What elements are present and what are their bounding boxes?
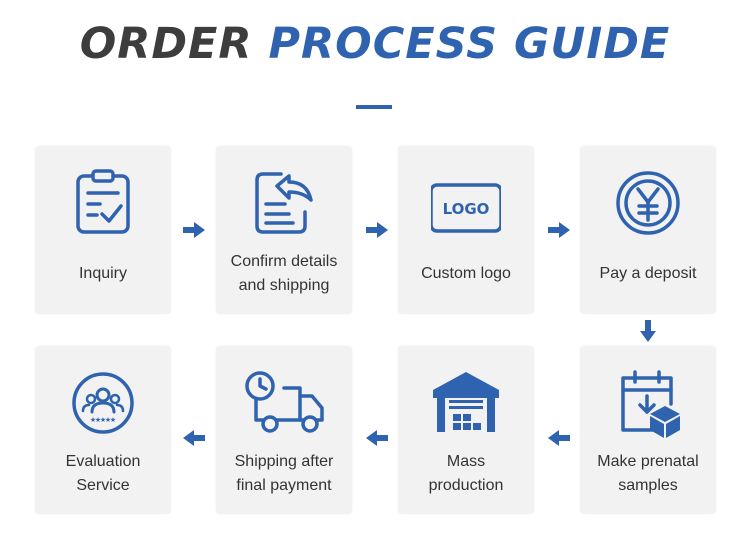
svg-text:★: ★: [105, 416, 111, 424]
calendar-box-icon: [613, 368, 683, 438]
step-label: Confirm details and shipping: [230, 253, 338, 294]
customer-rating-icon: ★ ★ ★ ★ ★: [68, 368, 138, 438]
svg-text:★: ★: [95, 416, 101, 424]
logo-badge-text: LOGO: [443, 200, 490, 218]
arrow-down-icon: [640, 320, 656, 342]
warehouse-icon: [431, 368, 501, 438]
title-underline: [356, 105, 392, 109]
step-card-pay-deposit: Pay a deposit: [580, 146, 716, 314]
step-card-evaluation-service: ★ ★ ★ ★ ★ Evaluation Service: [35, 346, 171, 514]
svg-text:★: ★: [110, 416, 116, 424]
step-label: Inquiry: [78, 265, 128, 282]
title-part-accent: PROCESS GUIDE: [268, 19, 671, 69]
step-label: Mass production: [428, 453, 504, 494]
step-label: Shipping after final payment: [234, 453, 334, 494]
svg-text:★: ★: [100, 416, 106, 424]
logo-badge-icon: LOGO: [431, 168, 501, 238]
clipboard-check-icon: [68, 168, 138, 238]
arrow-right-icon: [548, 222, 570, 238]
step-card-mass-production: Mass production: [398, 346, 534, 514]
arrow-left-icon: [183, 430, 205, 446]
svg-text:★: ★: [90, 416, 96, 424]
step-card-shipping-after-payment: Shipping after final payment: [216, 346, 352, 514]
document-reply-icon: [249, 168, 319, 238]
arrow-right-icon: [366, 222, 388, 238]
step-card-confirm-details: Confirm details and shipping: [216, 146, 352, 314]
step-label: Custom logo: [421, 265, 511, 282]
delivery-truck-icon: [244, 368, 326, 438]
yen-coin-icon: [613, 168, 683, 238]
page-title: ORDER PROCESS GUIDE: [0, 14, 750, 74]
step-label: Evaluation Service: [65, 453, 141, 494]
step-card-prenatal-samples: Make prenatal samples: [580, 346, 716, 514]
arrow-left-icon: [366, 430, 388, 446]
step-label: Pay a deposit: [599, 265, 697, 282]
step-label: Make prenatal samples: [597, 453, 699, 494]
arrow-right-icon: [183, 222, 205, 238]
step-card-custom-logo: LOGO Custom logo: [398, 146, 534, 314]
step-card-inquiry: Inquiry: [35, 146, 171, 314]
title-part-dark: ORDER: [79, 19, 253, 69]
arrow-left-icon: [548, 430, 570, 446]
